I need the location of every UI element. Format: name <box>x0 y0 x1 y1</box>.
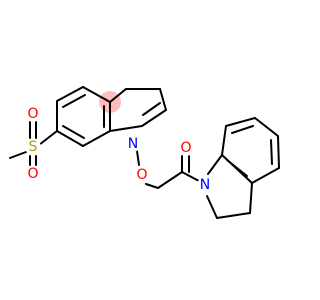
bond <box>251 167 280 184</box>
bond <box>231 125 254 134</box>
bonds <box>9 86 280 219</box>
atom-label-sulfonyl-oxygen-top: O <box>27 106 38 122</box>
bond <box>109 88 127 103</box>
molecule-structure-diagram: N O O N S O O <box>9 86 280 219</box>
bond <box>225 117 256 127</box>
bond <box>38 130 58 146</box>
bond <box>270 139 273 165</box>
bond <box>145 183 159 189</box>
bond <box>221 125 227 156</box>
atom-label-sulfur: S <box>29 139 38 155</box>
bond <box>56 86 84 102</box>
bond <box>249 182 253 214</box>
bond <box>82 86 111 103</box>
bond <box>216 212 251 219</box>
bond <box>56 130 84 147</box>
bond <box>82 130 111 147</box>
atom-label-indoline-nitrogen: N <box>200 177 210 193</box>
atom-label-ether-oxygen: O <box>136 167 147 183</box>
bond <box>9 151 27 159</box>
bond <box>62 125 85 139</box>
bond <box>159 88 167 111</box>
bond <box>226 159 248 177</box>
bond <box>142 102 161 116</box>
atom-label-indole-nitrogen: N <box>128 136 138 152</box>
bond <box>254 117 279 137</box>
atom-labels: N O O N S O O <box>25 106 213 193</box>
bond <box>181 171 200 182</box>
bond <box>141 109 167 127</box>
bond <box>207 154 223 175</box>
bond <box>109 125 143 132</box>
atom-label-sulfonyl-oxygen-bottom: O <box>27 166 38 182</box>
bond <box>206 195 218 219</box>
bond <box>277 135 280 169</box>
bond <box>157 171 183 189</box>
atom-label-carbonyl-oxygen: O <box>180 140 191 156</box>
bond <box>62 94 86 108</box>
